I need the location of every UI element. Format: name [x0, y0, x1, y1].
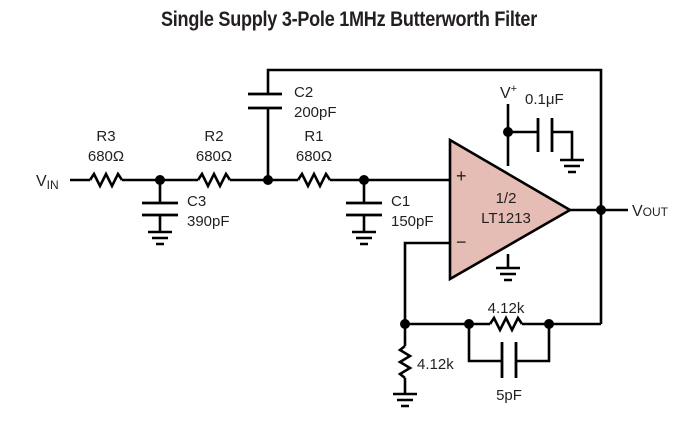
r2-value: 680Ω [196, 148, 232, 165]
r2-name: R2 [204, 128, 223, 145]
diagram-title: Single Supply 3-Pole 1MHz Butterworth Fi… [161, 8, 537, 31]
opamp-label-part: LT1213 [481, 210, 531, 227]
capacitor-feedback [500, 342, 518, 378]
vin-label: VIN [36, 173, 59, 192]
capacitor-c3 [142, 201, 178, 217]
opamp-lt1213 [448, 137, 573, 282]
resistor-r2 [196, 171, 232, 189]
resistor-r3 [88, 171, 124, 189]
ground-bypass [560, 158, 584, 174]
feedback-resistor-value: 4.12k [488, 300, 525, 317]
resistor-ground [397, 344, 413, 380]
opamp-label-half: 1/2 [496, 190, 517, 207]
c3-name: C3 [187, 193, 206, 210]
vplus-label: V+ [500, 83, 517, 102]
ground-opamp [496, 266, 520, 282]
resistor-r1 [296, 171, 332, 189]
r1-name: R1 [304, 128, 323, 145]
resistor-feedback [488, 315, 524, 333]
c3-value: 390pF [187, 213, 230, 230]
feedback-cap-value: 5pF [496, 387, 522, 404]
opamp-minus-sign: − [456, 232, 467, 252]
r3-name: R3 [96, 128, 115, 145]
r1-value: 680Ω [296, 148, 332, 165]
c2-name: C2 [294, 84, 313, 101]
capacitor-bypass [536, 118, 554, 152]
capacitor-c2 [248, 92, 282, 110]
ground-resistor-value: 4.12k [417, 356, 454, 373]
ground-c3 [148, 230, 172, 246]
ground-rg [393, 392, 417, 408]
junctions [155, 127, 606, 329]
c2-value: 200pF [294, 104, 337, 121]
c1-value: 150pF [391, 213, 434, 230]
vout-label: VOUT [632, 203, 669, 220]
bypass-cap-value: 0.1μF [525, 91, 564, 108]
r3-value: 680Ω [88, 148, 124, 165]
c1-name: C1 [391, 193, 410, 210]
capacitor-c1 [346, 201, 382, 217]
ground-c1 [352, 230, 376, 246]
opamp-plus-sign: + [456, 166, 467, 186]
wires [70, 68, 628, 408]
